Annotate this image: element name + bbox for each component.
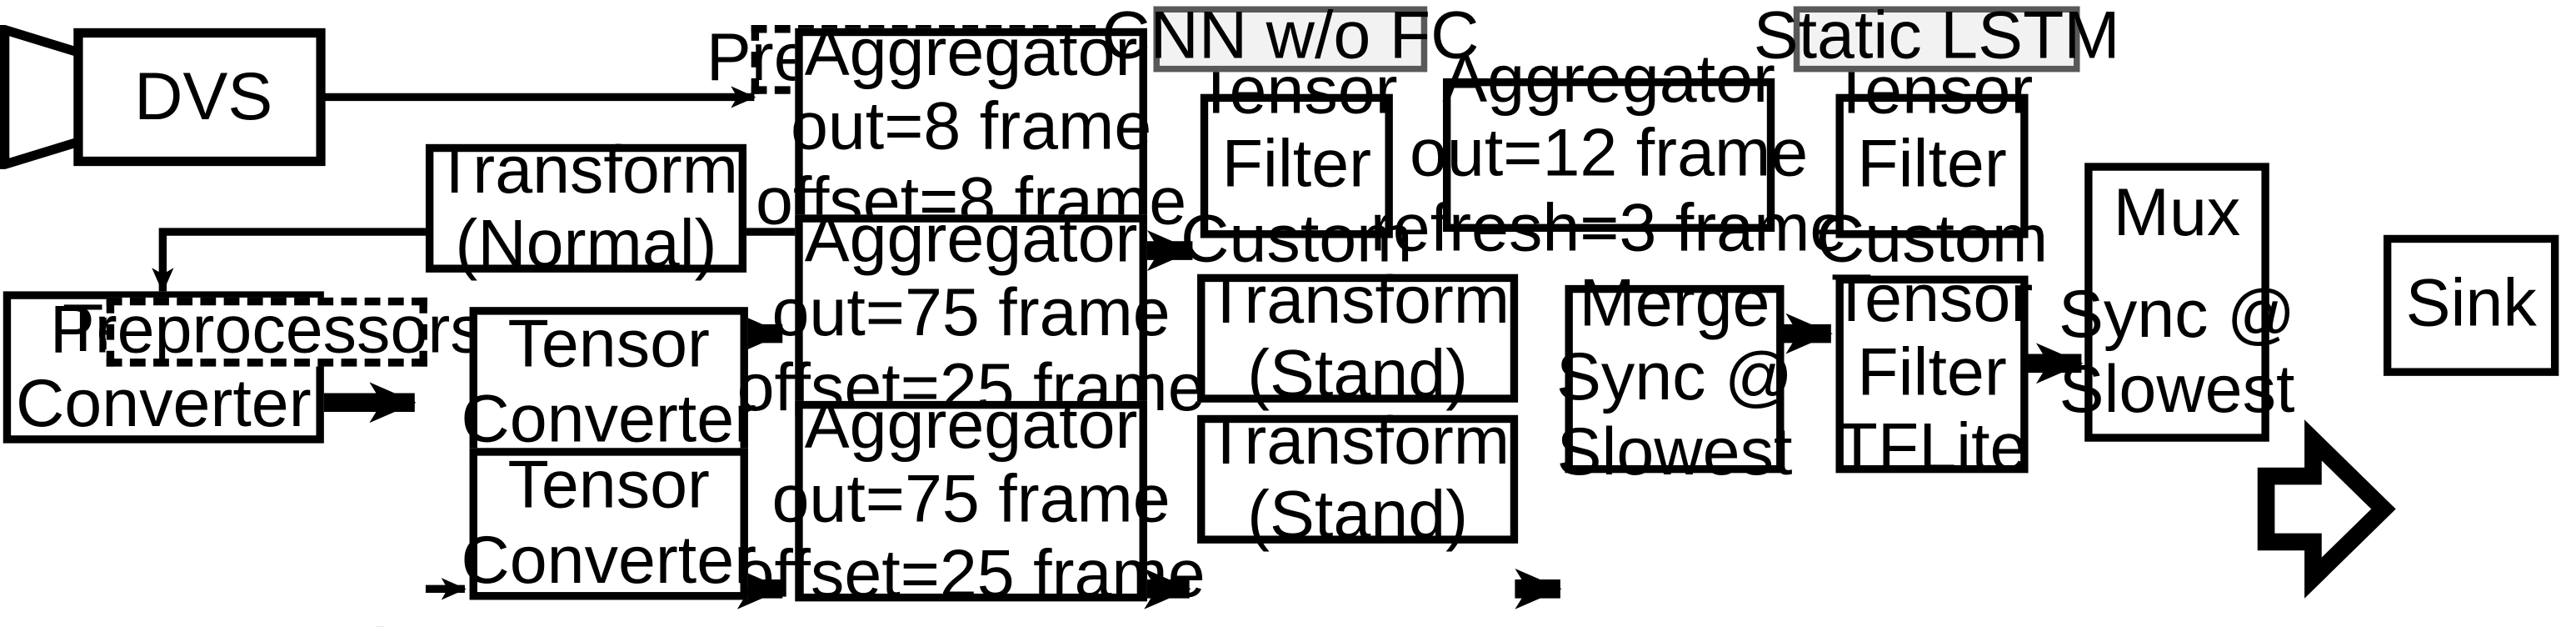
node-merge-sync-slowest[interactable]: Merge Sync @ Slowest: [1556, 267, 1793, 489]
node-tensor-filter-custom-cnn[interactable]: Tensor Filter Custom: [1181, 53, 1412, 276]
node-tensor-filter-tflite-line-1: Filter: [1857, 335, 2007, 411]
tag-cnn-wo-fc: CNN w/o FC: [1101, 2, 1479, 73]
node-transform-stand-2-line-1: (Stand): [1247, 477, 1469, 554]
node-sink-line-0: Sink: [2405, 266, 2537, 343]
node-transform-stand-1[interactable]: Transform (Stand): [1197, 263, 1519, 412]
node-tensor-filter-tflite[interactable]: Tensor Filter TFLite: [1831, 262, 2033, 484]
node-preprocessors-bottom[interactable]: Preprocessors: [50, 293, 484, 368]
tag-static-lstm-label: Static LSTM: [1753, 0, 2120, 73]
node-tensor-filter-tflite-line-2: TFLite: [1836, 409, 2028, 485]
node-tensor-converter-bottom-line-0: Tensor: [507, 448, 710, 524]
node-aggregator-out8[interactable]: Aggregator out=8 frame offset=8 frame: [756, 16, 1186, 238]
node-aggregator-out75-mid-line-0: Aggregator: [804, 202, 1138, 278]
node-aggregator-out75-mid-line-1: out=75 frame: [771, 276, 1171, 352]
node-tensor-converter-mid[interactable]: Tensor Converter: [461, 307, 756, 459]
node-tensor-filter-custom-lstm-line-1: Filter: [1857, 127, 2007, 203]
node-transform-stand-2[interactable]: Transform (Stand): [1197, 404, 1519, 553]
node-aggregator-out75-bottom-line-2: offset=25 frame: [736, 536, 1206, 612]
node-aggregator-out75-bottom[interactable]: Aggregator out=75 frame offset=25 frame: [737, 389, 1206, 611]
node-mux-line-2: Sync @: [2058, 278, 2296, 354]
node-transform-stand-2-line-0: Transform: [1206, 404, 1510, 479]
node-tensor-converter-mid-line-0: Tensor: [507, 307, 710, 383]
node-transform-normal-line-0: Transform: [433, 133, 739, 208]
node-tensor-converter-bottom[interactable]: Tensor Converter: [461, 448, 756, 600]
node-mux[interactable]: Mux Sync @ Slowest: [2059, 163, 2295, 442]
node-transform-normal-line-1: (Normal): [455, 206, 717, 283]
node-aggregator-out75-mid[interactable]: Aggregator out=75 frame offset=25 frame: [737, 203, 1206, 425]
node-aggregator-out12-line-1: out=12 frame: [1409, 116, 1809, 192]
node-transform-stand-1-line-0: Transform: [1206, 263, 1510, 339]
node-aggregator-out12-line-2: refresh=3 frame: [1370, 190, 1848, 266]
node-aggregator-out8-line-1: out=8 frame: [790, 89, 1152, 165]
node-tensor-converter-top-line-1: Converter: [15, 365, 312, 441]
tag-static-lstm: Static LSTM: [1754, 2, 2120, 73]
node-tensor-filter-custom-lstm[interactable]: Tensor Filter Custom: [1816, 53, 2048, 276]
node-merge-line-1: Sync @: [1555, 340, 1794, 416]
node-tensor-filter-custom-cnn-line-1: Filter: [1221, 127, 1372, 203]
node-tensor-filter-custom-lstm-line-2: Custom: [1815, 201, 2049, 277]
node-merge-line-2: Slowest: [1556, 414, 1793, 490]
sensor-dvs-label: DVS: [134, 58, 273, 134]
node-transform-stand-1-line-1: (Stand): [1247, 336, 1469, 413]
node-tensor-filter-custom-cnn-line-2: Custom: [1181, 201, 1413, 277]
node-aggregator-out75-bottom-line-0: Aggregator: [804, 388, 1138, 464]
node-mux-line-0: Mux: [2113, 175, 2241, 251]
node-mux-line-3: Slowest: [2059, 351, 2295, 428]
node-tensor-converter-mid-line-1: Converter: [461, 381, 757, 457]
node-preprocessors-bottom-line-0: Preprocessors: [49, 293, 484, 369]
node-tensor-converter-bottom-line-1: Converter: [461, 522, 757, 598]
tag-cnn-wo-fc-label: CNN w/o FC: [1101, 0, 1480, 73]
sensor-dvs[interactable]: DVS: [0, 25, 326, 169]
node-aggregator-out12-line-0: Aggregator: [1442, 42, 1775, 118]
edge-mux-to-sink-tensors: [2257, 419, 2396, 599]
node-merge-line-0: Merge: [1579, 266, 1770, 342]
node-aggregator-out12[interactable]: Aggregator out=12 frame refresh=3 frame: [1370, 43, 1847, 265]
node-sink[interactable]: Sink: [2383, 234, 2559, 376]
node-aggregator-out75-bottom-line-1: out=75 frame: [771, 462, 1171, 538]
node-aggregator-out8-line-0: Aggregator: [804, 15, 1138, 92]
node-transform-normal[interactable]: Transform (Normal): [425, 133, 747, 282]
node-tensor-filter-tflite-line-0: Tensor: [1830, 261, 2034, 337]
